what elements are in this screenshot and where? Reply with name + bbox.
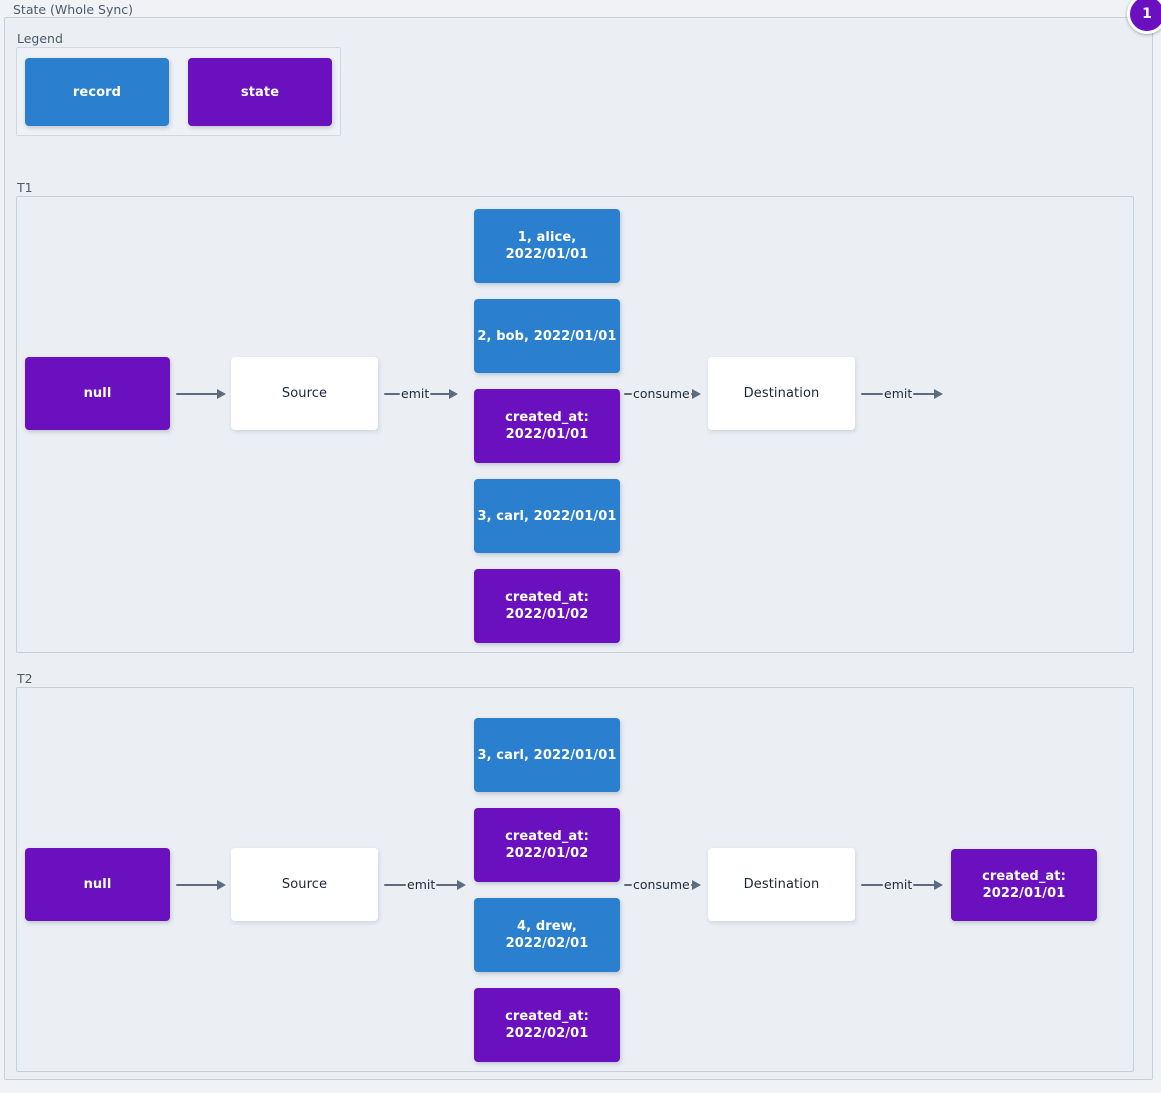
legend-label: Legend bbox=[17, 31, 63, 46]
t1-state-input[interactable]: null bbox=[25, 357, 170, 430]
t1-edge-consume-label: consume bbox=[633, 386, 690, 401]
arrow-head-icon bbox=[934, 389, 944, 399]
t1-label: T1 bbox=[17, 180, 33, 195]
t2-edge-state-to-source bbox=[176, 877, 226, 893]
t2-edge-consume-label: consume bbox=[633, 877, 690, 892]
legend-swatch-record: record bbox=[25, 58, 169, 126]
t1-edge-dest-emit: emit bbox=[861, 386, 944, 402]
step-badge[interactable]: 1 bbox=[1127, 0, 1161, 34]
edge-line bbox=[384, 883, 406, 887]
t2-record-1[interactable]: 3, carl, 2022/01/01 bbox=[474, 718, 620, 792]
t1-record-2[interactable]: 2, bob, 2022/01/01 bbox=[474, 299, 620, 373]
edge-line bbox=[176, 392, 218, 396]
t2-state-1[interactable]: created_at: 2022/01/02 bbox=[474, 808, 620, 882]
diagram-title: State (Whole Sync) bbox=[13, 2, 134, 17]
t1-source[interactable]: Source bbox=[231, 357, 378, 430]
t1-edge-consume: consume bbox=[624, 386, 701, 402]
t2-edge-source-emit: emit bbox=[384, 877, 467, 893]
t1-state-2[interactable]: created_at: 2022/01/02 bbox=[474, 569, 620, 643]
t2-edge-dest-emit-label: emit bbox=[884, 877, 913, 892]
arrow-head-icon bbox=[449, 389, 459, 399]
t2-destination[interactable]: Destination bbox=[708, 848, 855, 921]
t2-source[interactable]: Source bbox=[231, 848, 378, 921]
t1-destination[interactable]: Destination bbox=[708, 357, 855, 430]
t2-state-input[interactable]: null bbox=[25, 848, 170, 921]
t2-state-output[interactable]: created_at: 2022/01/01 bbox=[951, 849, 1097, 921]
arrow-head-icon bbox=[217, 389, 226, 399]
edge-line bbox=[624, 883, 632, 887]
t2-label: T2 bbox=[17, 671, 33, 686]
edge-line bbox=[436, 883, 459, 887]
t2-state-2[interactable]: created_at: 2022/02/01 bbox=[474, 988, 620, 1062]
arrow-head-icon bbox=[691, 880, 701, 890]
t1-record-1[interactable]: 1, alice, 2022/01/01 bbox=[474, 209, 620, 283]
legend-swatch-state: state bbox=[188, 58, 332, 126]
edge-line bbox=[430, 392, 451, 396]
edge-line bbox=[176, 883, 218, 887]
edge-line bbox=[384, 392, 400, 396]
t1-state-1[interactable]: created_at: 2022/01/01 bbox=[474, 389, 620, 463]
t1-edge-source-emit-label: emit bbox=[401, 386, 430, 401]
t1-edge-state-to-source bbox=[176, 386, 226, 402]
arrow-head-icon bbox=[934, 880, 944, 890]
arrow-head-icon bbox=[217, 880, 226, 890]
edge-line bbox=[861, 883, 883, 887]
t1-record-3[interactable]: 3, carl, 2022/01/01 bbox=[474, 479, 620, 553]
t2-edge-consume: consume bbox=[624, 877, 701, 893]
t1-edge-source-emit: emit bbox=[384, 386, 459, 402]
edge-line bbox=[624, 392, 632, 396]
t2-edge-dest-emit: emit bbox=[861, 877, 944, 893]
edge-line bbox=[861, 392, 883, 396]
arrow-head-icon bbox=[691, 389, 701, 399]
edge-line bbox=[913, 883, 936, 887]
edge-line bbox=[913, 392, 936, 396]
arrow-head-icon bbox=[457, 880, 467, 890]
t1-edge-dest-emit-label: emit bbox=[884, 386, 913, 401]
t2-record-2[interactable]: 4, drew, 2022/02/01 bbox=[474, 898, 620, 972]
t2-edge-source-emit-label: emit bbox=[407, 877, 436, 892]
